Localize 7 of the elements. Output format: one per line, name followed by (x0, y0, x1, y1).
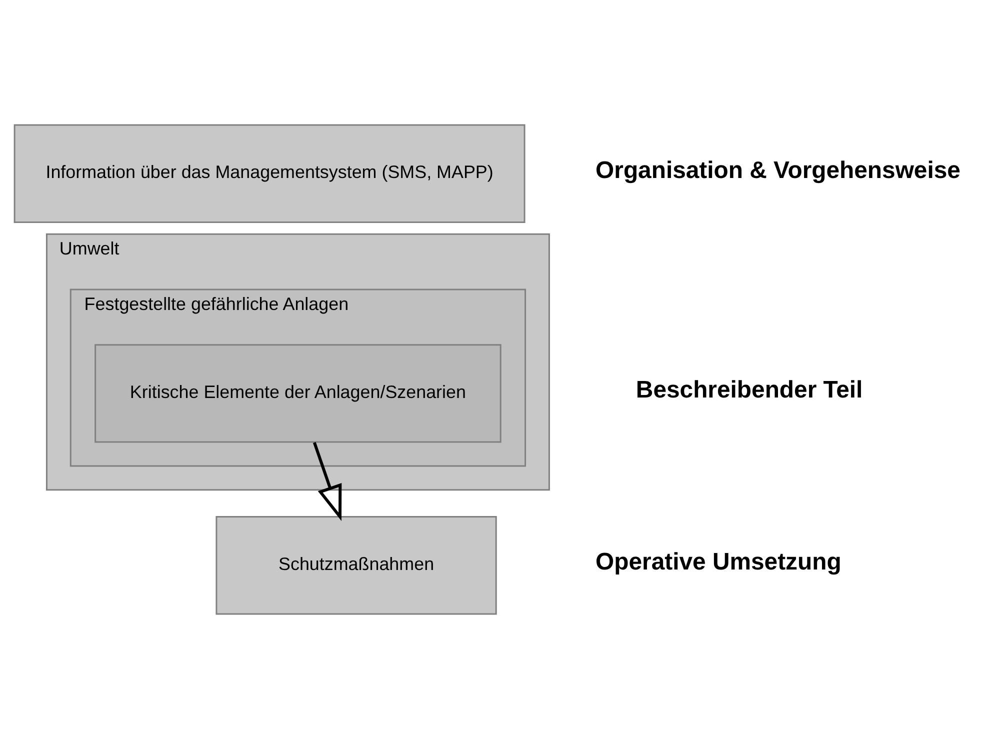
arrow (312, 441, 342, 521)
label: Operative Umsetzung (596, 548, 842, 576)
label: Beschreibender Teil (636, 376, 863, 404)
label: Organisation & Vorgehensweise (596, 156, 960, 184)
node-box: Schutzmaßnahmen (216, 516, 497, 614)
node-box: Kritische Elemente der Anlagen/Szenarien (94, 344, 502, 442)
node-box: Information über das Managementsystem (SMS, MAPP) (14, 124, 526, 222)
